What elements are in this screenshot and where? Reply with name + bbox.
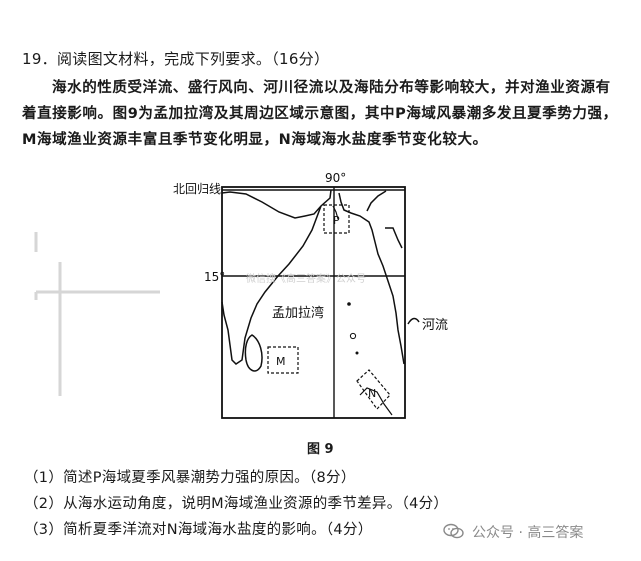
wechat-watermark: 公众号 · 高三答案 [442,522,583,542]
river-wave-icon [407,317,420,325]
left-faint-grid [34,232,160,396]
m-region-box [267,346,299,374]
myanmar-coastline [338,190,405,365]
n-label: N [368,387,376,400]
p-label: P [333,214,340,227]
river-label: 河流 [422,318,448,333]
n-region-box [356,369,391,410]
island-dot [349,332,357,340]
longitude-label: 90° [325,171,346,185]
island-dot [355,351,359,355]
map-frame [221,186,406,419]
task-1: （1）简述P海域夏季风暴潮势力强的原因。（8分） [24,470,356,486]
tropic-label: 北回归线 [173,182,221,196]
task-3: （3）简析夏季洋流对N海域海水盐度的影响。（4分） [24,522,373,538]
latitude-label: 15° [204,270,225,284]
m-label: M [276,355,286,368]
question-intro: 海水的性质受洋流、盛行风向、河川径流以及海陆分布等影响较大，并对渔业资源有着直接… [22,80,618,148]
wechat-icon [443,523,464,539]
india-coastline [221,189,332,365]
wechat-label: 公众号 · 高三答案 [472,525,584,541]
sri-lanka-island [244,334,263,372]
p-region-box [323,204,350,234]
question-title: 19．阅读图文材料，完成下列要求。（16分） [22,50,330,68]
bay-label: 孟加拉湾 [272,305,324,321]
island-dot [347,302,351,306]
task-2: （2）从海水运动角度，说明M海域渔业资源的季节差异。（4分） [24,496,449,512]
faint-watermark-text: 微信搜《高三答案》公众号 [246,272,366,285]
n-coastline [359,387,393,416]
p-channel-line [332,205,339,220]
figure-caption: 图 9 [307,442,334,457]
